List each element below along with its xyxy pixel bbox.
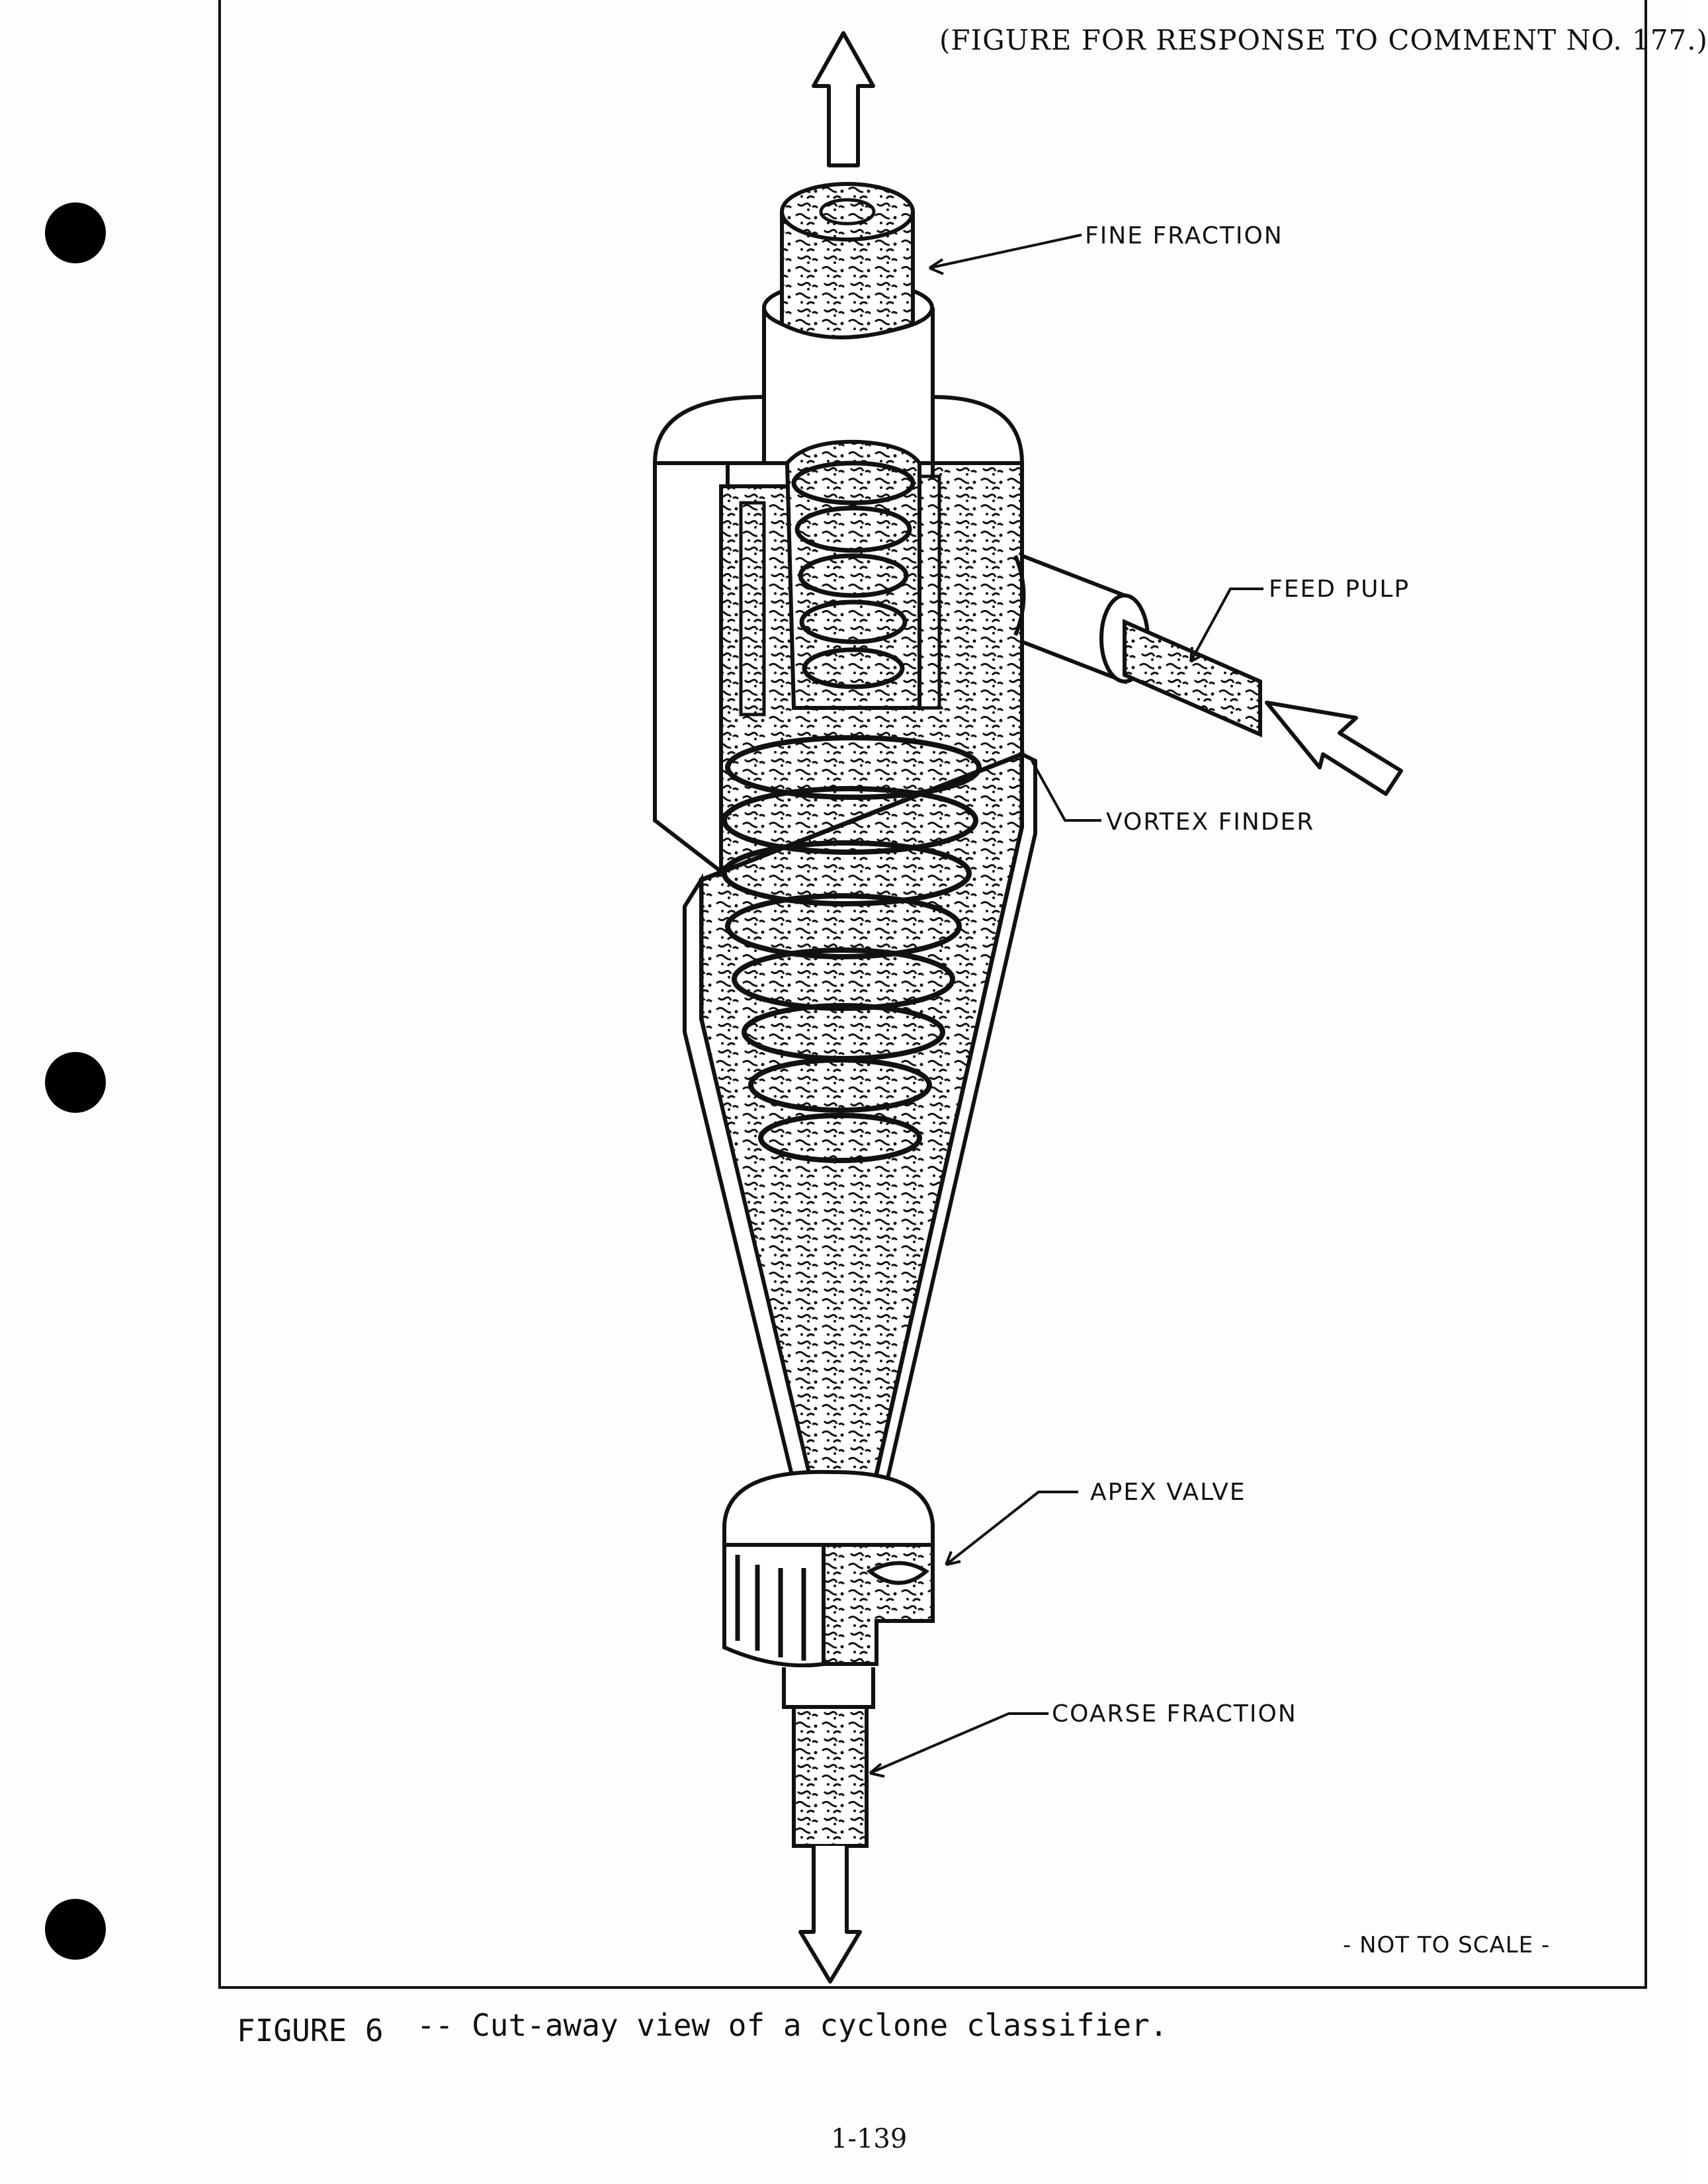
page-number: 1-139 xyxy=(831,2124,908,2154)
figure-number: FIGURE 6 xyxy=(237,2013,384,2048)
underflow-pipe xyxy=(782,1667,875,1848)
apex-valve-leader xyxy=(945,1491,1078,1566)
fine-fraction-outflow-arrow xyxy=(812,31,875,167)
overflow-pipe xyxy=(762,182,935,465)
binder-hole-top xyxy=(45,202,106,263)
coarse-fraction-leader xyxy=(869,1712,1048,1774)
figure-frame xyxy=(218,0,1647,1989)
feed-inlet-pipe xyxy=(1013,552,1262,738)
cyclone-cone xyxy=(683,735,1037,1554)
fine-fraction-leader xyxy=(929,234,1082,269)
binder-hole-bottom xyxy=(45,1899,106,1960)
coarse-fraction-outflow-arrow xyxy=(798,1846,862,1984)
figure-caption: -- Cut-away view of a cyclone classifier… xyxy=(417,2007,1168,2043)
scale-note: - NOT TO SCALE - xyxy=(1343,1932,1551,1958)
feed-inflow-arrow xyxy=(1265,701,1403,796)
callout-vortex-finder: VORTEX FINDER xyxy=(1106,808,1315,836)
apex-valve-assembly xyxy=(722,1469,935,1668)
callout-fine-fraction: FINE FRACTION xyxy=(1085,222,1283,249)
callout-feed-pulp: FEED PULP xyxy=(1269,576,1410,603)
feed-pulp-leader xyxy=(1189,588,1263,662)
callout-apex-valve: APEX VALVE xyxy=(1090,1479,1246,1506)
header-note: (FIGURE FOR RESPONSE TO COMMENT NO. 177.… xyxy=(939,24,1708,56)
vortex-finder-tube xyxy=(739,439,941,717)
vortex-finder-leader xyxy=(1031,760,1101,822)
binder-hole-middle xyxy=(45,1052,106,1113)
callout-coarse-fraction: COARSE FRACTION xyxy=(1052,1700,1297,1727)
